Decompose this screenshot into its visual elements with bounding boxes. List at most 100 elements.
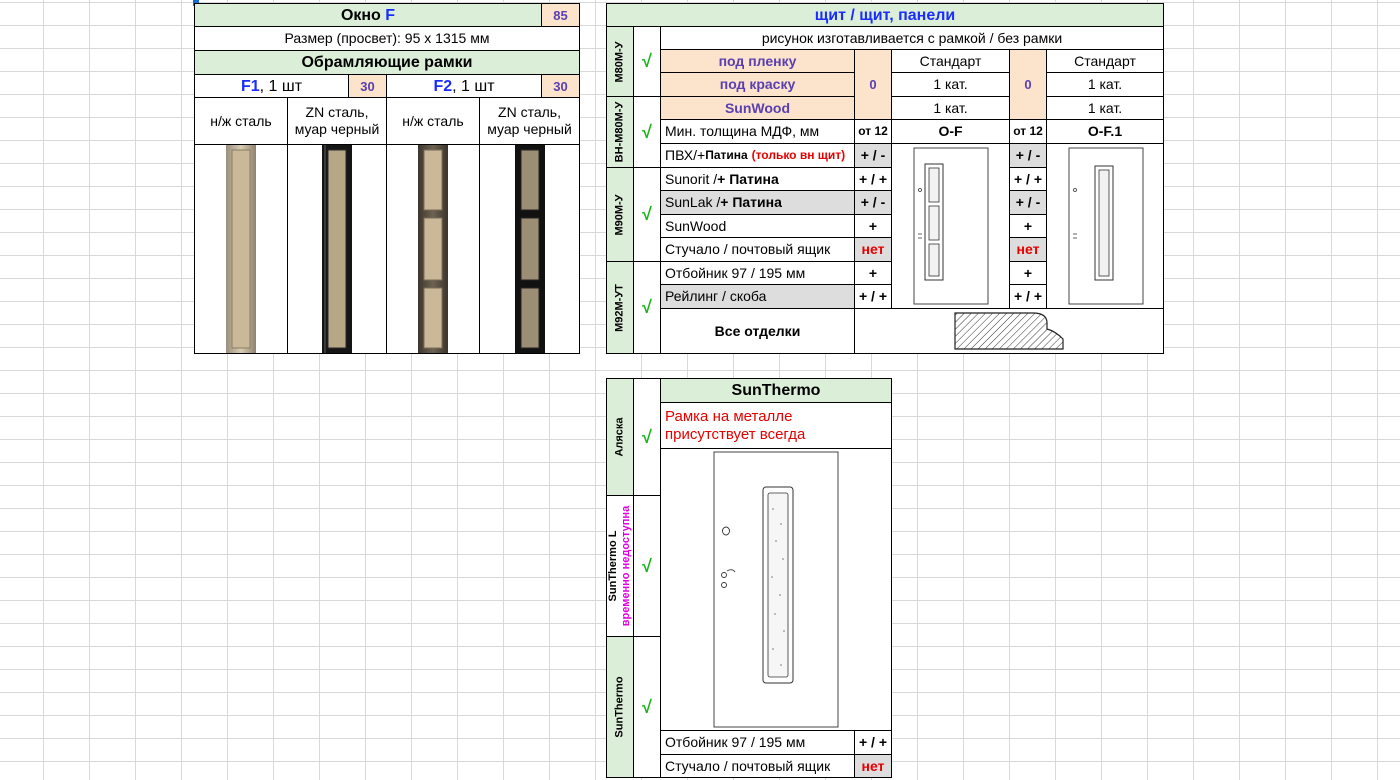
panels-title[interactable]: щит / щит, панели xyxy=(606,3,1164,27)
col-a-cat1-a[interactable]: 1 кат. xyxy=(891,72,1010,97)
model-vn-m80m-u-label: ВН-М80М-У xyxy=(613,101,626,163)
col-b-zero[interactable]: 0 xyxy=(1009,49,1047,120)
check-m92m-ut[interactable]: √ xyxy=(633,261,661,354)
material-f1-steel[interactable]: н/ж сталь xyxy=(194,97,288,145)
frame-image-cell-1 xyxy=(194,144,288,354)
col-b-knocker[interactable]: нет xyxy=(1009,237,1047,262)
model-m90m-u[interactable]: М90М-У xyxy=(606,167,634,262)
sunthermo-row-kickplate[interactable]: Отбойник 97 / 195 мм xyxy=(660,730,855,755)
side-sunthermo-l-wrap: SunThermo L временно недоступна xyxy=(607,506,633,626)
sunthermo-title[interactable]: SunThermo xyxy=(660,378,892,403)
frame-f1-steel-image xyxy=(226,145,256,353)
frame-f2-steel-image xyxy=(418,145,448,353)
check-sunthermo-l[interactable]: √ xyxy=(633,495,661,637)
col-b-min[interactable]: от 12 xyxy=(1009,119,1047,144)
material-f2-steel[interactable]: н/ж сталь xyxy=(386,97,480,145)
col-b-sunwood[interactable]: + xyxy=(1009,214,1047,238)
material-f1-zn[interactable]: ZN сталь, муар черный xyxy=(287,97,387,145)
frame-image-cell-3 xyxy=(386,144,480,354)
col-a-knocker[interactable]: нет xyxy=(854,237,892,262)
col-b-sunorit[interactable]: + / + xyxy=(1009,167,1047,191)
sunthermo-val-kickplate[interactable]: + / + xyxy=(854,730,892,755)
panels-subtitle[interactable]: рисунок изготавливается с рамкой / без р… xyxy=(660,26,1164,50)
col-a-standard[interactable]: Стандарт xyxy=(891,49,1010,73)
sunthermo-note[interactable]: Рамка на металле присутствует всегда xyxy=(660,402,892,449)
row-sunlak[interactable]: SunLak / + Патина xyxy=(660,190,855,215)
window-letter: F xyxy=(385,6,396,24)
check-m90m-u[interactable]: √ xyxy=(633,167,661,262)
window-size[interactable]: Размер (просвет): 95 х 1315 мм xyxy=(194,26,580,51)
side-sunthermo[interactable]: SunThermo xyxy=(606,636,634,778)
sunthermo-table: Аляска SunThermo L временно недоступна S… xyxy=(606,378,892,778)
col-b-railing[interactable]: + / + xyxy=(1009,284,1047,309)
row-knocker[interactable]: Стучало / почтовый ящик xyxy=(660,237,855,262)
check-alaska[interactable]: √ xyxy=(633,378,661,496)
col-b-cat1-a[interactable]: 1 кат. xyxy=(1046,72,1164,97)
col-a-sunorit[interactable]: + / + xyxy=(854,167,892,191)
row-sunorit[interactable]: Sunorit / + Патина xyxy=(660,167,855,191)
frame-f1-code[interactable]: 30 xyxy=(348,74,387,98)
row-pvh-patina[interactable]: ПВХ/+ Патина (только вн щит) xyxy=(660,143,855,168)
row-under-paint[interactable]: под краску xyxy=(660,72,855,97)
col-a-pvh[interactable]: + / - xyxy=(854,143,892,168)
frame-f1-label[interactable]: F1, 1 шт xyxy=(194,74,349,98)
model-m90m-u-label: М90М-У xyxy=(613,193,626,236)
col-b-name[interactable]: O-F.1 xyxy=(1046,119,1164,144)
sunthermo-row-knocker[interactable]: Стучало / почтовый ящик xyxy=(660,754,855,778)
row-min-mdf[interactable]: Мин. толщина МДФ, мм xyxy=(660,119,855,144)
col-a-zero[interactable]: 0 xyxy=(854,49,892,120)
model-m92m-ut[interactable]: М92М-УТ xyxy=(606,261,634,354)
window-title-text: Окно xyxy=(340,6,381,24)
profile-section-drawing xyxy=(954,312,1064,350)
col-a-kickplate[interactable]: + xyxy=(854,261,892,285)
side-sunthermo-l[interactable]: SunThermo L временно недоступна xyxy=(606,495,634,637)
panels-table: щит / щит, панели М80М-У ВН-М80М-У М90М-… xyxy=(606,3,1164,354)
window-f-table: Окно F 85 Размер (просвет): 95 х 1315 мм… xyxy=(194,3,580,354)
row-railing[interactable]: Рейлинг / скоба xyxy=(660,284,855,309)
frame-image-cell-4 xyxy=(479,144,580,354)
row-sunwood-top[interactable]: SunWood xyxy=(660,96,855,120)
profile-cell xyxy=(854,308,1164,354)
frame-f1-name: F1 xyxy=(240,77,260,95)
frame-f2-qty: , 1 шт xyxy=(452,77,495,95)
col-a-railing[interactable]: + / + xyxy=(854,284,892,309)
window-code[interactable]: 85 xyxy=(541,3,580,27)
door-panel-o-f-drawing xyxy=(913,147,989,305)
col-a-cat1-b[interactable]: 1 кат. xyxy=(891,96,1010,120)
col-b-standard[interactable]: Стандарт xyxy=(1046,49,1164,73)
pvh-patina: Патина xyxy=(705,148,748,162)
all-finishes[interactable]: Все отделки xyxy=(660,308,855,354)
frame-image-cell-2 xyxy=(287,144,387,354)
window-title[interactable]: Окно F xyxy=(194,3,542,27)
check-m80m-u[interactable]: √ xyxy=(633,26,661,97)
col-a-drawing-cell xyxy=(891,143,1010,309)
sunthermo-val-knocker[interactable]: нет xyxy=(854,754,892,778)
side-sunthermo-l-note: временно недоступна xyxy=(620,505,632,627)
pvh-note: (только вн щит) xyxy=(751,148,846,162)
col-b-cat1-b[interactable]: 1 кат. xyxy=(1046,96,1164,120)
row-under-film[interactable]: под пленку xyxy=(660,49,855,73)
frame-f2-code[interactable]: 30 xyxy=(541,74,580,98)
check-sunthermo[interactable]: √ xyxy=(633,636,661,778)
frame-f1-zn-image xyxy=(322,145,352,353)
col-a-name[interactable]: O-F xyxy=(891,119,1010,144)
row-sunwood[interactable]: SunWood xyxy=(660,214,855,238)
pvh-prefix: ПВХ/+ xyxy=(665,147,706,163)
col-b-pvh[interactable]: + / - xyxy=(1009,143,1047,168)
side-alaska[interactable]: Аляска xyxy=(606,378,634,496)
frame-f2-name: F2 xyxy=(433,77,453,95)
frame-f2-label[interactable]: F2, 1 шт xyxy=(386,74,542,98)
frames-title[interactable]: Обрамляющие рамки xyxy=(194,50,580,75)
col-a-min[interactable]: от 12 xyxy=(854,119,892,144)
col-b-sunlak[interactable]: + / - xyxy=(1009,190,1047,215)
material-f2-zn[interactable]: ZN сталь, муар черный xyxy=(479,97,580,145)
model-vn-m80m-u[interactable]: ВН-М80М-У xyxy=(606,96,634,168)
door-panel-o-f1-drawing xyxy=(1068,147,1144,305)
col-a-sunwood[interactable]: + xyxy=(854,214,892,238)
check-vn-m80m-u[interactable]: √ xyxy=(633,96,661,168)
row-kickplate[interactable]: Отбойник 97 / 195 мм xyxy=(660,261,855,285)
model-m80m-u[interactable]: М80М-У xyxy=(606,26,634,97)
col-a-sunlak[interactable]: + / - xyxy=(854,190,892,215)
side-sunthermo-label: SunThermo xyxy=(613,676,626,738)
col-b-kickplate[interactable]: + xyxy=(1009,261,1047,285)
